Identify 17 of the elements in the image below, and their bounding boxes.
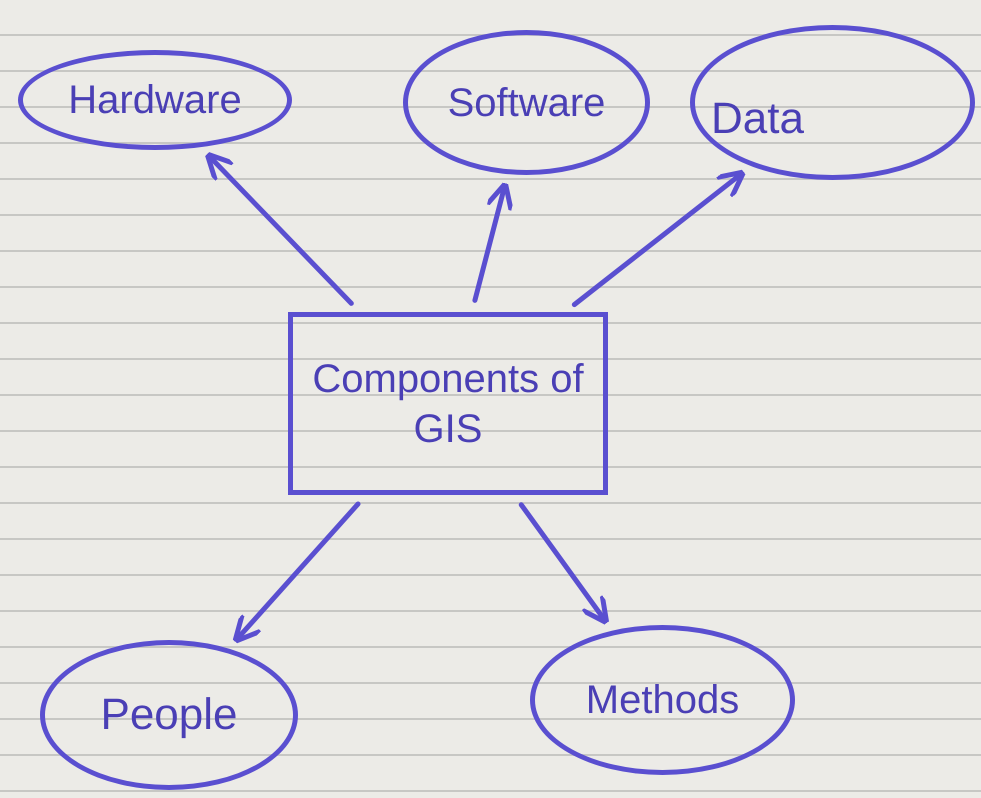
ellipse-node — [40, 640, 298, 790]
arrow — [472, 180, 514, 303]
arrow — [204, 152, 354, 306]
node-label: People — [100, 689, 238, 741]
node-label: Data — [711, 92, 804, 144]
node-label: Hardware — [68, 77, 242, 124]
node-label: Methods — [586, 677, 740, 724]
ellipse-node — [690, 25, 975, 180]
arrow — [518, 502, 610, 626]
ellipse-node — [530, 625, 795, 775]
ellipse-node — [18, 50, 292, 150]
ellipse-node — [403, 30, 650, 175]
node-label: Software — [448, 80, 606, 126]
rectangle-node — [288, 312, 608, 495]
node-label: Components of GIS — [311, 356, 585, 452]
arrow — [572, 170, 746, 308]
arrow — [232, 501, 361, 644]
